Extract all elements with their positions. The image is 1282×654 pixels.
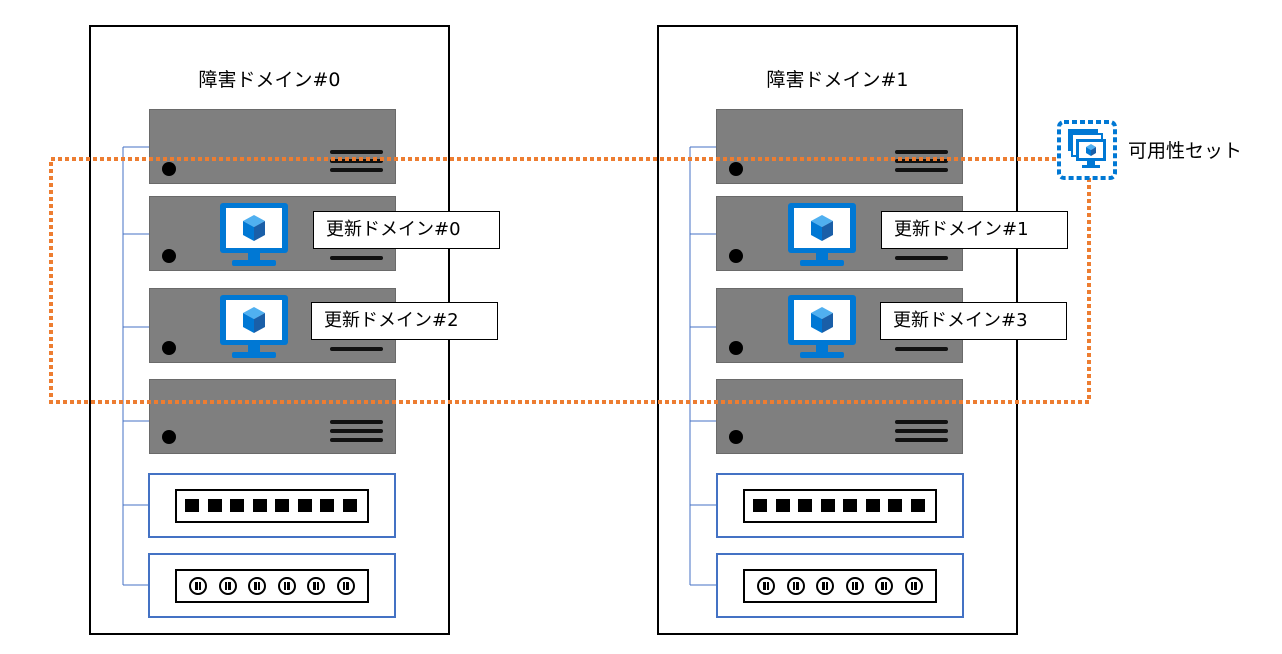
vent-line bbox=[330, 347, 383, 351]
vent-line bbox=[895, 420, 948, 424]
fault-domain-title: 障害ドメイン#1 bbox=[766, 69, 909, 91]
power-outlet-icon bbox=[277, 577, 296, 595]
ethernet-port-icon bbox=[207, 499, 222, 512]
network-switch bbox=[716, 473, 964, 538]
vent-line bbox=[895, 150, 948, 154]
ethernet-port-icon bbox=[320, 499, 334, 512]
ethernet-port-icon bbox=[910, 499, 925, 512]
power-outlet-icon bbox=[336, 577, 355, 595]
power-unit bbox=[716, 553, 964, 618]
ethernet-port-icon bbox=[888, 499, 902, 512]
power-outlet-icon bbox=[189, 577, 207, 595]
server-unit bbox=[149, 109, 396, 184]
status-led bbox=[729, 341, 743, 355]
ethernet-port-icon bbox=[275, 499, 289, 512]
update-domain-label: 更新ドメイン#2 bbox=[311, 302, 498, 340]
availability-set-boundary bbox=[49, 157, 1091, 404]
status-led bbox=[162, 341, 176, 355]
network-switch bbox=[148, 473, 396, 538]
vent-line bbox=[330, 256, 383, 260]
ethernet-port-icon bbox=[865, 499, 880, 512]
ethernet-port-icon bbox=[252, 499, 267, 512]
power-outlet-icon bbox=[757, 577, 775, 595]
power-outlet-icon bbox=[218, 577, 237, 595]
power-outlet-icon bbox=[845, 577, 864, 595]
status-led bbox=[729, 249, 743, 263]
vent-line bbox=[330, 168, 383, 172]
ethernet-port-icon bbox=[820, 499, 835, 512]
ethernet-port-icon bbox=[753, 499, 767, 512]
vent-line bbox=[330, 159, 383, 163]
vent-line bbox=[895, 438, 948, 442]
fault-domain-title: 障害ドメイン#0 bbox=[198, 69, 341, 91]
vent-line bbox=[895, 168, 948, 172]
vent-line bbox=[895, 429, 948, 433]
vent-line bbox=[330, 150, 383, 154]
switch-port-panel bbox=[743, 489, 937, 523]
power-outlet-panel bbox=[175, 569, 369, 603]
power-outlet-icon bbox=[786, 577, 805, 595]
status-led bbox=[162, 162, 176, 176]
virtual-machine-icon bbox=[220, 203, 288, 266]
power-outlet-panel bbox=[743, 569, 937, 603]
vent-line bbox=[895, 256, 948, 260]
server-unit bbox=[149, 379, 396, 454]
ethernet-port-icon bbox=[185, 499, 199, 512]
virtual-machine-icon bbox=[788, 203, 856, 266]
vent-line bbox=[895, 347, 948, 351]
virtual-machine-icon bbox=[220, 295, 288, 358]
server-unit bbox=[716, 109, 963, 184]
status-led bbox=[162, 430, 176, 444]
ethernet-port-icon bbox=[297, 499, 312, 512]
power-unit bbox=[148, 553, 396, 618]
availability-set-label: 可用性セット bbox=[1128, 140, 1243, 162]
power-outlet-icon bbox=[875, 577, 893, 595]
power-outlet-icon bbox=[816, 577, 834, 595]
update-domain-label: 更新ドメイン#0 bbox=[313, 211, 500, 249]
ethernet-port-icon bbox=[798, 499, 812, 512]
ethernet-port-icon bbox=[230, 499, 244, 512]
power-outlet-icon bbox=[904, 577, 923, 595]
power-outlet-icon bbox=[248, 577, 266, 595]
update-domain-label: 更新ドメイン#1 bbox=[881, 211, 1068, 249]
ethernet-port-icon bbox=[843, 499, 857, 512]
power-outlet-icon bbox=[307, 577, 325, 595]
status-led bbox=[729, 162, 743, 176]
virtual-machine-icon bbox=[788, 295, 856, 358]
ethernet-port-icon bbox=[342, 499, 357, 512]
update-domain-label: 更新ドメイン#3 bbox=[880, 302, 1067, 340]
cable-lines bbox=[122, 146, 716, 586]
vent-line bbox=[330, 438, 383, 442]
vent-line bbox=[330, 420, 383, 424]
ethernet-port-icon bbox=[775, 499, 790, 512]
switch-port-panel bbox=[175, 489, 369, 523]
status-led bbox=[729, 430, 743, 444]
status-led bbox=[162, 249, 176, 263]
server-unit bbox=[716, 379, 963, 454]
availability-set-icon bbox=[1057, 120, 1117, 180]
vent-line bbox=[330, 429, 383, 433]
